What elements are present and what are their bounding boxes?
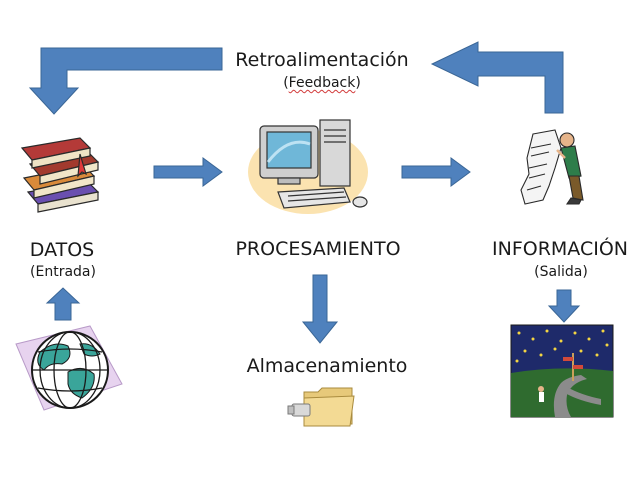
night-crossroads-icon [510, 324, 614, 418]
feedback-title: Retroalimentación [235, 49, 409, 71]
datos-subtitle: (Entrada) [30, 264, 96, 280]
datos-title: DATOS [29, 239, 95, 261]
informacion-title: INFORMACIÓN [492, 238, 628, 260]
computer-icon [248, 119, 368, 214]
procesamiento-title: PROCESAMIENTO [235, 238, 401, 260]
feedback-subtitle: (Feedback) [283, 75, 361, 91]
usb-folder-icon [287, 387, 355, 427]
almacenamiento-title: Almacenamiento [246, 355, 408, 377]
person-reading-report-icon [520, 129, 584, 205]
globe-icon [15, 325, 123, 411]
informacion-subtitle: (Salida) [534, 264, 588, 280]
books-icon [20, 137, 100, 213]
